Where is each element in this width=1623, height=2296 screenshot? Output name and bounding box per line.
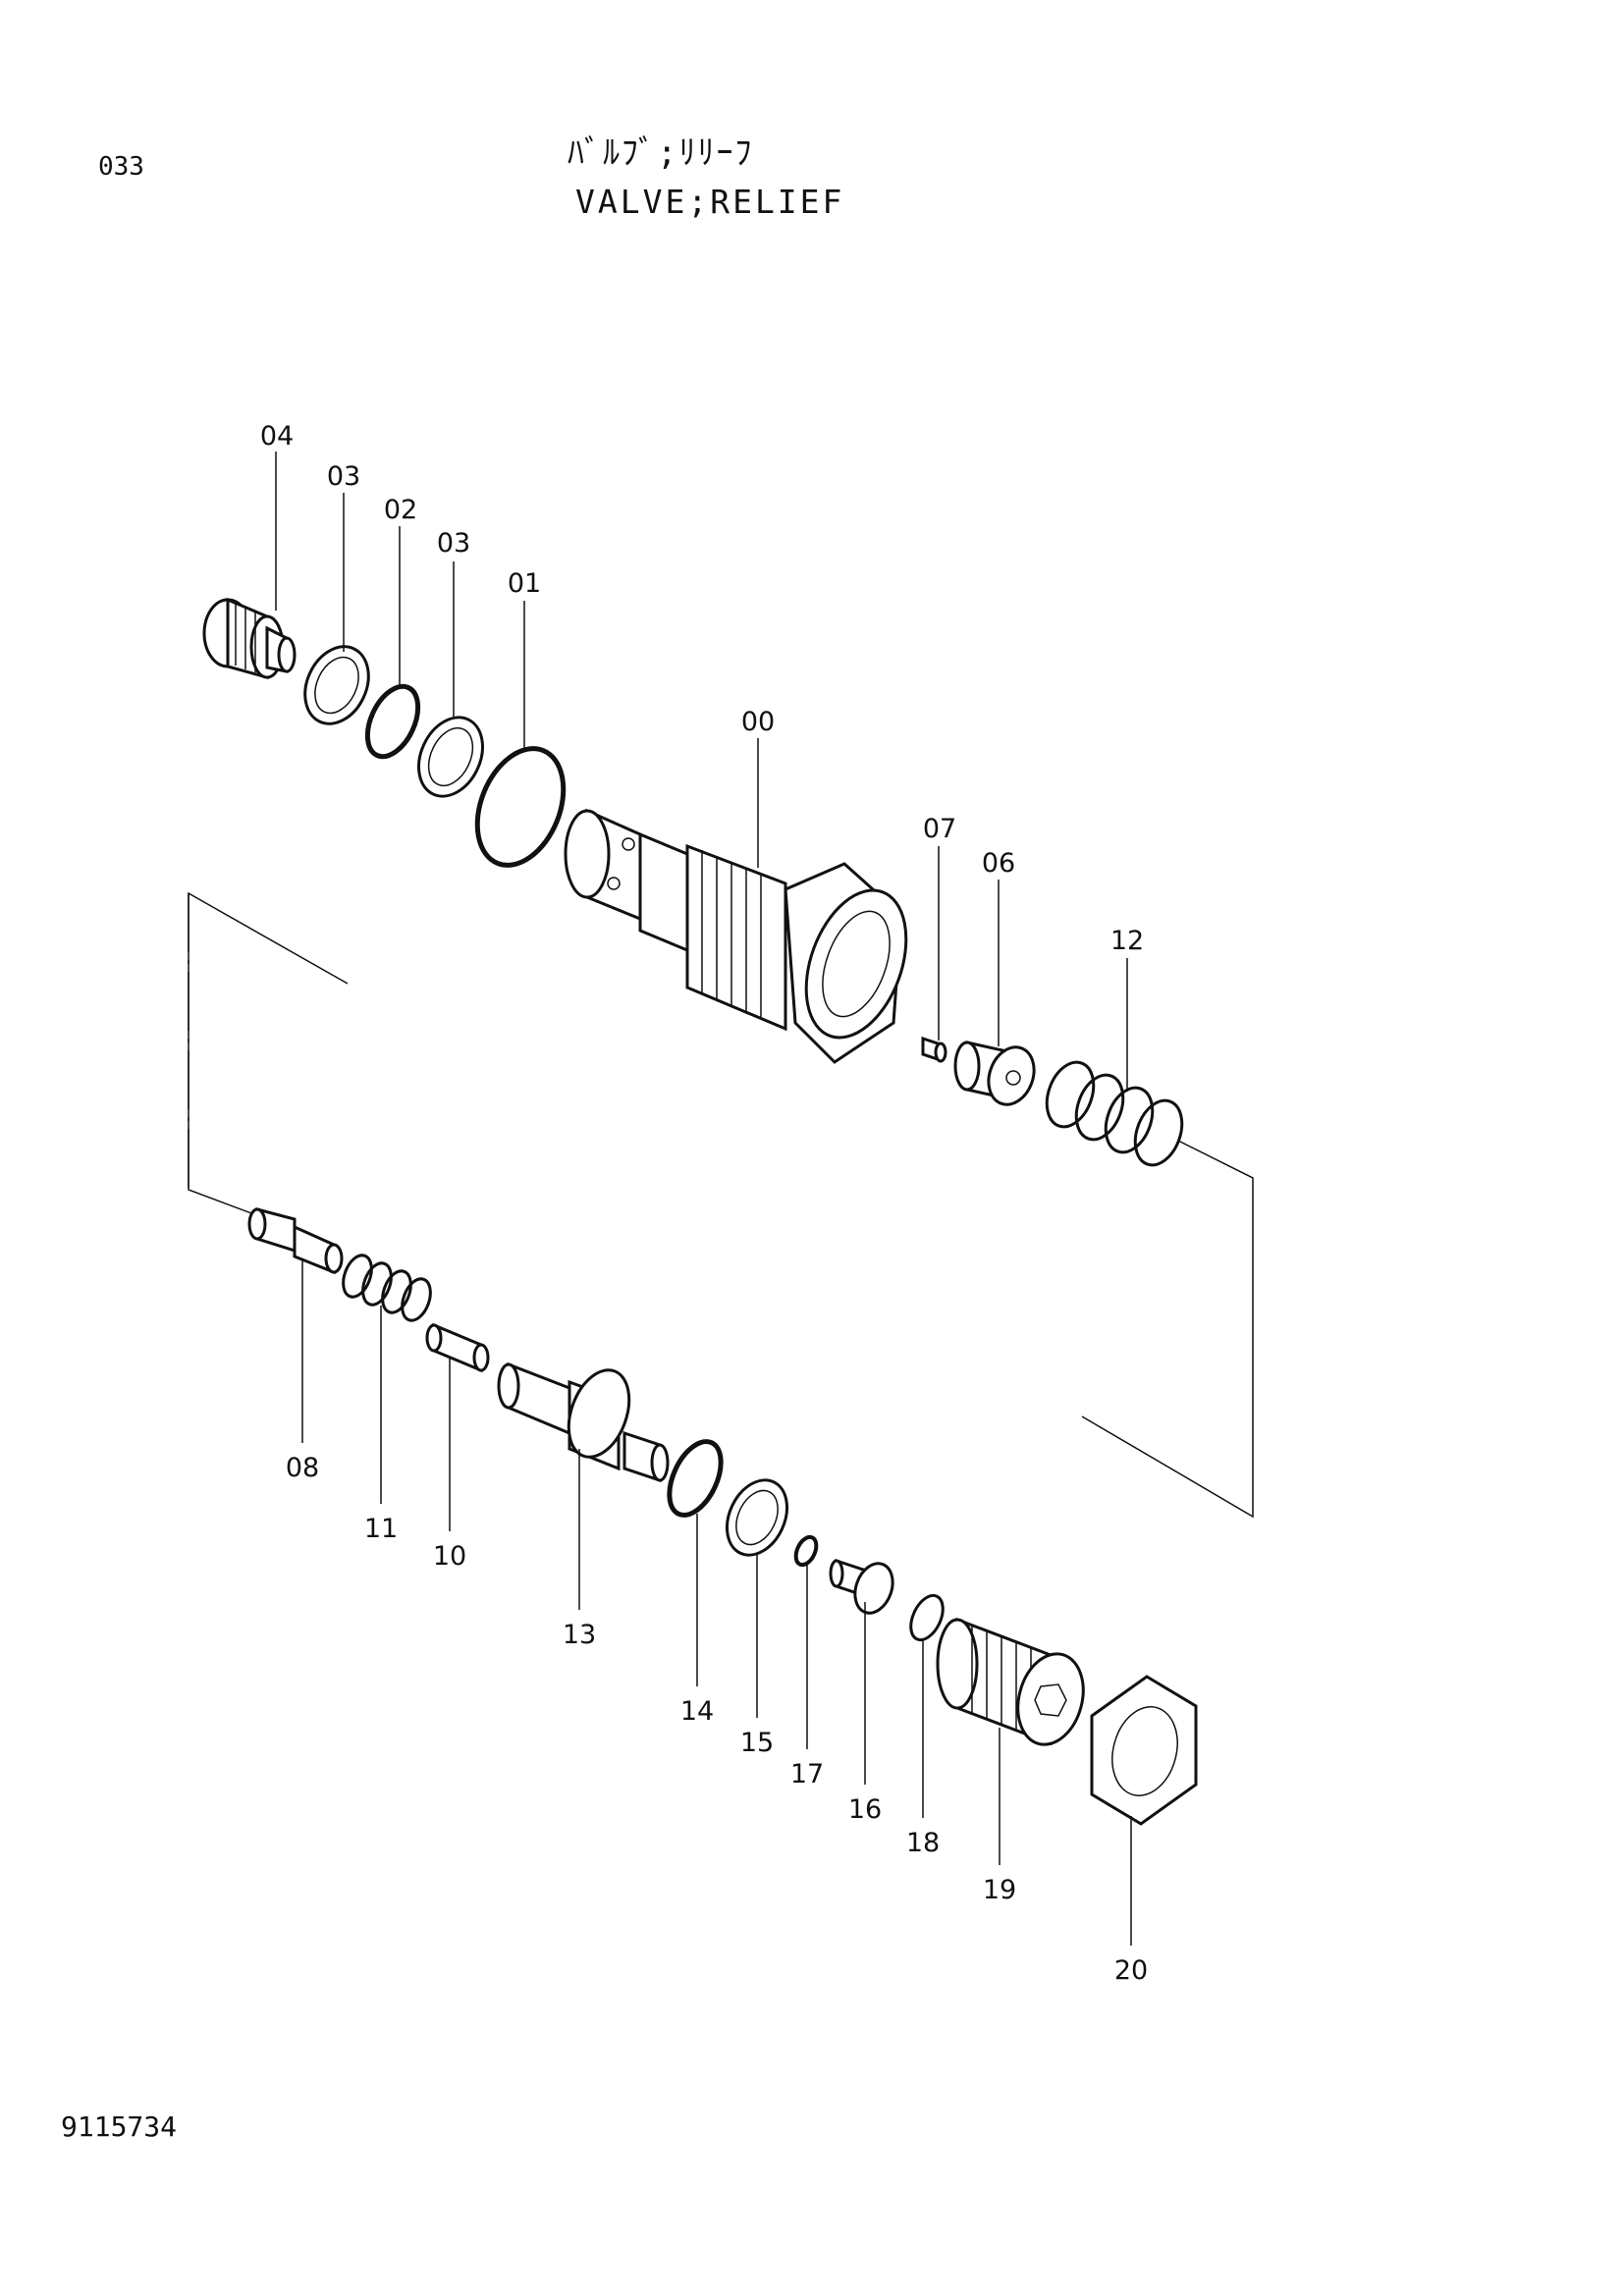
part-18-ring xyxy=(909,1593,945,1642)
part-label-02: 02 xyxy=(384,495,417,525)
part-00-valve-body xyxy=(564,808,908,1064)
drawing-number: 9115734 xyxy=(61,2110,178,2143)
part-12-spring xyxy=(1045,1060,1184,1167)
part-10-adjust-screw xyxy=(425,1322,490,1373)
part-16-plug xyxy=(829,1558,894,1615)
part-label-15: 15 xyxy=(740,1728,774,1758)
part-label-18: 18 xyxy=(906,1828,940,1858)
part-label-08: 08 xyxy=(286,1453,319,1483)
page-number: 033 xyxy=(98,152,144,182)
part-label-03a: 03 xyxy=(327,461,360,492)
part-04-plug xyxy=(202,597,297,679)
part-06-poppet xyxy=(953,1041,1036,1106)
page-title-japanese: ﾊﾞﾙﾌﾞ;ﾘﾘｰﾌ xyxy=(568,133,754,173)
part-03-backup-ring-b xyxy=(417,716,484,798)
part-label-19: 19 xyxy=(983,1875,1016,1905)
part-label-13: 13 xyxy=(563,1620,596,1650)
part-03-backup-ring-a xyxy=(303,645,370,725)
part-07-set-screw xyxy=(921,1036,947,1063)
page-title: VALVE;RELIEF xyxy=(575,183,845,221)
part-08-seat xyxy=(247,1207,344,1275)
part-label-16: 16 xyxy=(848,1794,882,1825)
leader-lines xyxy=(275,452,1132,1946)
part-label-03b: 03 xyxy=(437,528,470,559)
part-14-o-ring xyxy=(667,1439,724,1518)
part-01-o-ring xyxy=(474,746,567,868)
part-label-00: 00 xyxy=(741,707,775,737)
part-label-01: 01 xyxy=(508,568,541,599)
part-label-14: 14 xyxy=(680,1696,714,1727)
part-label-07: 07 xyxy=(923,814,956,844)
part-02-o-ring xyxy=(364,683,421,760)
assembly-connection-lines xyxy=(188,891,1254,1519)
part-label-06: 06 xyxy=(982,848,1015,879)
part-label-10: 10 xyxy=(433,1541,466,1572)
part-13-piston xyxy=(497,1362,670,1483)
part-label-17: 17 xyxy=(790,1759,824,1789)
part-19-adjusting-plug xyxy=(936,1617,1085,1746)
part-20-lock-nut xyxy=(1090,1675,1198,1826)
part-label-20: 20 xyxy=(1114,1955,1148,1986)
part-17-o-ring xyxy=(793,1534,819,1568)
part-label-11: 11 xyxy=(364,1514,398,1544)
part-label-12: 12 xyxy=(1110,926,1144,956)
part-15-backup-ring xyxy=(726,1478,788,1557)
part-11-spring xyxy=(342,1254,432,1322)
part-label-04: 04 xyxy=(260,421,294,452)
